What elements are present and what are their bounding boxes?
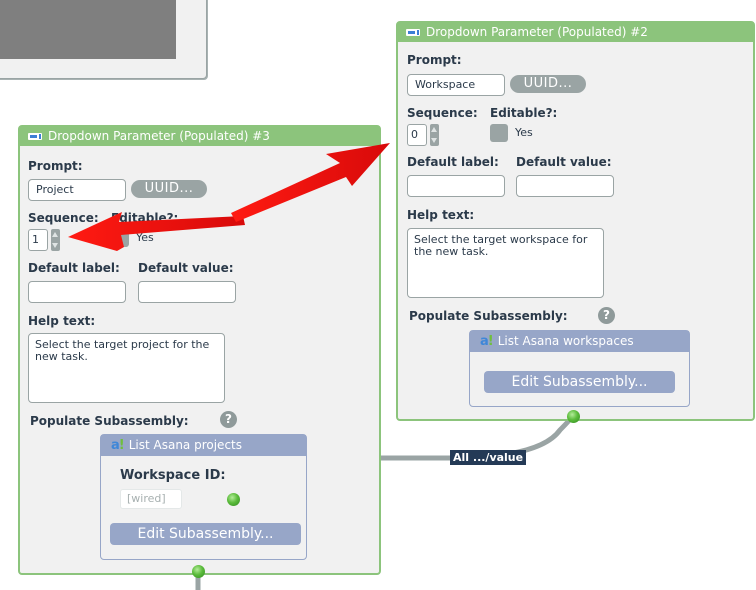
input-port[interactable] — [227, 493, 240, 506]
dropdown-icon — [28, 133, 42, 140]
edit-subassembly-button[interactable]: Edit Subassembly... — [110, 523, 301, 545]
uuid-button[interactable]: UUID... — [510, 75, 586, 93]
default-value-input[interactable] — [138, 281, 236, 303]
help-text-label: Help text: — [28, 314, 96, 328]
help-icon[interactable]: ? — [598, 307, 615, 324]
dropdown-parameter-node-3[interactable]: Dropdown Parameter (Populated) #3 Prompt… — [18, 125, 381, 575]
sequence-label: Sequence: — [28, 211, 99, 225]
subassembly-list-workspaces[interactable]: a! List Asana workspaces Edit Subassembl… — [469, 330, 690, 407]
sequence-stepper[interactable] — [430, 124, 439, 146]
populate-subassembly-label: Populate Subassembly: — [30, 414, 189, 428]
subassembly-title: List Asana workspaces — [497, 334, 634, 348]
partial-node-frame — [0, 0, 207, 79]
uuid-button[interactable]: UUID... — [131, 180, 207, 198]
help-text-textarea[interactable]: Select the target project for the new ta… — [28, 333, 225, 403]
default-value-input[interactable] — [516, 175, 614, 197]
dropdown-parameter-node-2[interactable]: Dropdown Parameter (Populated) #2 Prompt… — [396, 21, 755, 421]
subassembly-title: List Asana projects — [128, 438, 242, 452]
editable-label: Editable?: — [490, 106, 558, 120]
editable-yes-label: Yes — [515, 126, 533, 139]
sequence-stepper[interactable] — [51, 229, 60, 251]
output-port[interactable] — [567, 410, 580, 423]
default-label-input[interactable] — [407, 175, 505, 197]
help-text-label: Help text: — [407, 208, 475, 222]
prompt-label: Prompt: — [28, 159, 83, 173]
subassembly-list-projects[interactable]: a! List Asana projects Workspace ID: [wi… — [100, 434, 307, 560]
sequence-label: Sequence: — [407, 106, 478, 120]
prompt-input[interactable]: Project — [28, 179, 126, 201]
workspace-id-label: Workspace ID: — [120, 468, 226, 483]
asana-logo-icon: a! — [111, 438, 125, 453]
node-header[interactable]: Dropdown Parameter (Populated) #2 — [398, 23, 753, 42]
workspace-id-input[interactable]: [wired] — [120, 489, 182, 509]
sequence-input[interactable]: 1 — [28, 229, 48, 251]
editable-label: Editable?: — [111, 211, 179, 225]
subassembly-header: a! List Asana projects — [101, 435, 306, 456]
default-label-label: Default label: — [407, 155, 499, 169]
subassembly-header: a! List Asana workspaces — [470, 331, 689, 352]
asana-logo-icon: a! — [480, 334, 494, 349]
node-header[interactable]: Dropdown Parameter (Populated) #3 — [20, 127, 379, 146]
node-title: Dropdown Parameter (Populated) #2 — [426, 25, 648, 39]
default-value-label: Default value: — [138, 261, 234, 275]
dropdown-icon — [406, 29, 420, 36]
editable-checkbox[interactable] — [111, 229, 129, 247]
editable-checkbox[interactable] — [490, 124, 508, 142]
node-title: Dropdown Parameter (Populated) #3 — [48, 129, 270, 143]
prompt-input[interactable]: Workspace — [407, 74, 505, 96]
sequence-input[interactable]: 0 — [407, 124, 427, 146]
help-text-textarea[interactable]: Select the target workspace for the new … — [407, 228, 604, 298]
populate-subassembly-label: Populate Subassembly: — [409, 309, 568, 323]
edit-subassembly-button[interactable]: Edit Subassembly... — [484, 371, 675, 393]
default-label-input[interactable] — [28, 281, 126, 303]
help-icon[interactable]: ? — [220, 411, 237, 428]
editable-yes-label: Yes — [136, 231, 154, 244]
prompt-label: Prompt: — [407, 53, 462, 67]
default-value-label: Default value: — [516, 155, 612, 169]
wire-label[interactable]: All .../value — [450, 450, 527, 465]
default-label-label: Default label: — [28, 261, 120, 275]
output-port[interactable] — [192, 565, 205, 578]
image-placeholder — [0, 0, 176, 59]
